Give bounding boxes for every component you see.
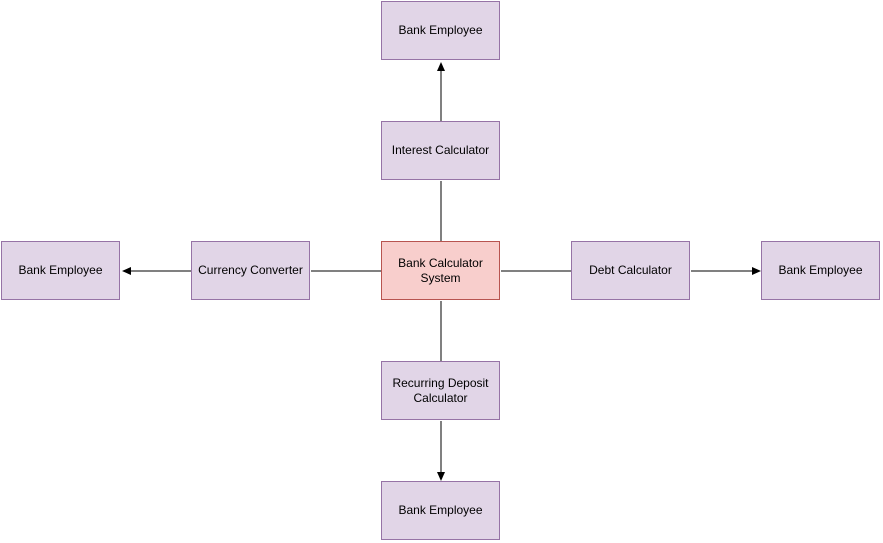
node-label: Bank Calculator System [398, 255, 483, 285]
node-label: Bank Employee [398, 503, 483, 517]
node-debt-calculator[interactable]: Debt Calculator [571, 241, 690, 300]
arrowhead-right [752, 267, 761, 275]
node-label: Recurring Deposit Calculator [392, 375, 489, 405]
node-label: Currency Converter [198, 263, 303, 277]
node-bank-employee-left[interactable]: Bank Employee [1, 241, 120, 300]
node-bank-calculator-system[interactable]: Bank Calculator System [381, 241, 500, 300]
arrowhead-up [437, 62, 445, 71]
node-label: Bank Employee [398, 23, 483, 37]
node-label: Bank Employee [778, 263, 863, 277]
node-label: Debt Calculator [589, 263, 672, 277]
node-bank-employee-right[interactable]: Bank Employee [761, 241, 880, 300]
arrowhead-down [437, 472, 445, 481]
node-interest-calculator[interactable]: Interest Calculator [381, 121, 500, 180]
node-bank-employee-bottom[interactable]: Bank Employee [381, 481, 500, 540]
node-recurring-deposit-calculator[interactable]: Recurring Deposit Calculator [381, 361, 500, 420]
arrowhead-left [122, 267, 131, 275]
node-bank-employee-top[interactable]: Bank Employee [381, 1, 500, 60]
node-label: Interest Calculator [391, 143, 490, 157]
node-label: Bank Employee [18, 263, 103, 277]
node-currency-converter[interactable]: Currency Converter [191, 241, 310, 300]
